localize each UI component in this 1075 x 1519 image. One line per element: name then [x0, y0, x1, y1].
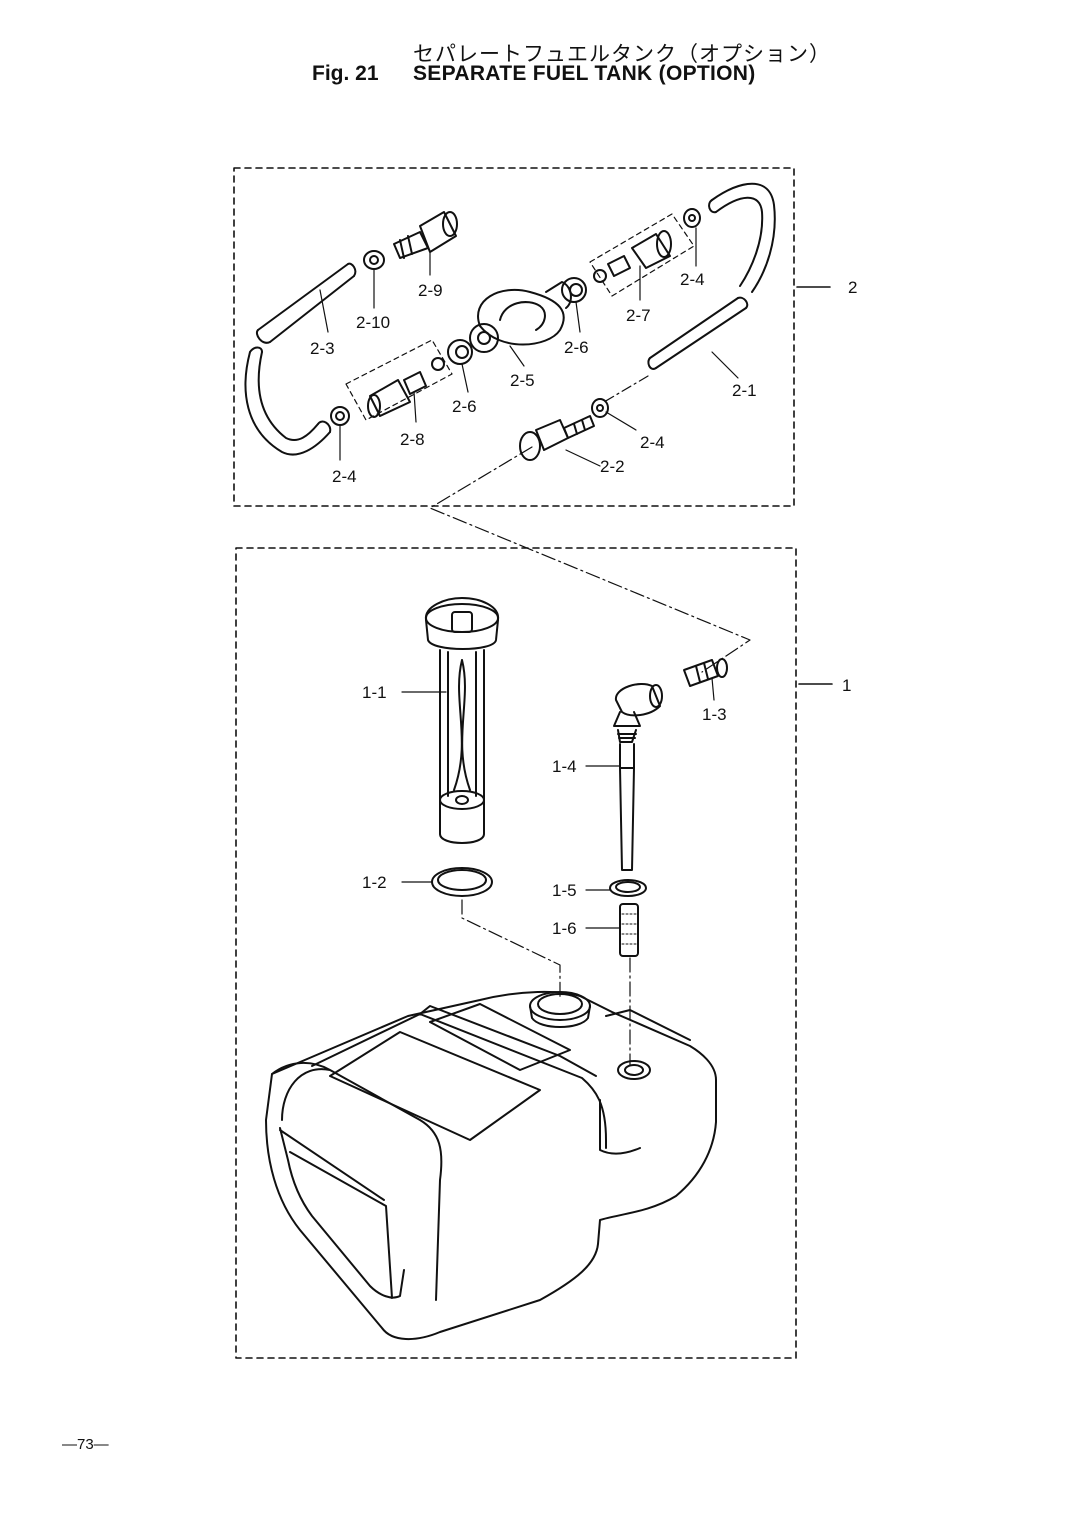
callout-2-5: 2-5: [510, 371, 535, 390]
callout-1-2: 1-2: [362, 873, 387, 892]
connection-line-1-2-to-tank: [461, 899, 561, 1001]
group-2-label: 2: [848, 278, 857, 297]
callout-1-6: 1-6: [552, 919, 577, 938]
check-valve-set-part-2-8: [345, 339, 453, 421]
callout-2-1: 2-1: [732, 381, 757, 400]
hose-clamp-part-2-4-left: [330, 406, 350, 426]
hose-assembly-group-box: [233, 167, 795, 507]
fuel-hose-part-2-1: [647, 182, 776, 370]
callout-2-4-bottom: 2-4: [640, 433, 665, 452]
hose-clamp-part-2-4-bottom: [591, 398, 609, 418]
callout-2-4-top: 2-4: [680, 270, 705, 289]
figure-title-english: SEPARATE FUEL TANK (OPTION): [413, 62, 756, 85]
fuel-tank-body: [265, 990, 717, 1341]
hose-clamp-part-2-4-top: [683, 208, 701, 228]
connection-line-2-2-to-1-3: [429, 446, 751, 673]
figure-title-japanese: セパレートフュエルタンク（オプション）: [413, 42, 831, 66]
washer-part-2-6-left: [447, 339, 473, 365]
callout-leaders-group-1: [401, 677, 715, 929]
callout-1-4: 1-4: [552, 757, 577, 776]
page-number: —73—: [62, 1436, 109, 1453]
connection-line-2-1-to-2-4: [603, 375, 649, 403]
fitting-part-1-3: [683, 658, 728, 687]
callout-2-7: 2-7: [626, 306, 651, 325]
callout-1-5: 1-5: [552, 881, 577, 900]
fuel-hose-part-2-3: [244, 262, 357, 456]
callout-2-2: 2-2: [600, 457, 625, 476]
primer-bulb-part-2-5: [469, 281, 572, 353]
callout-2-4-left: 2-4: [332, 467, 357, 486]
group-1-label: 1: [842, 676, 851, 695]
callout-2-6-right: 2-6: [564, 338, 589, 357]
callout-2-9: 2-9: [418, 281, 443, 300]
tank-assembly-group-box: [235, 547, 797, 1359]
pickup-tube-part-1-4: [613, 682, 663, 871]
check-valve-set-part-2-7: [589, 213, 695, 297]
callout-labels-group-2: 2-9 2-10 2-3 2-5 2-6 2-6 2-7 2-4 2-8 2-4…: [310, 270, 757, 486]
callout-leaders-group-2: [319, 227, 739, 467]
o-ring-part-1-5: [609, 879, 647, 897]
callout-2-10: 2-10: [356, 313, 390, 332]
figure-number: Fig. 21: [312, 62, 379, 85]
callout-2-3: 2-3: [310, 339, 335, 358]
callout-1-3: 1-3: [702, 705, 727, 724]
connector-part-2-2: [519, 415, 595, 461]
o-ring-part-1-2: [431, 867, 493, 897]
callout-2-8: 2-8: [400, 430, 425, 449]
fuel-gauge-cap-part-1-1: [424, 597, 500, 844]
callout-1-1: 1-1: [362, 683, 387, 702]
hose-clamp-part-2-10: [363, 250, 385, 270]
washer-part-2-6-right: [561, 277, 587, 303]
strainer-part-1-6: [619, 903, 639, 957]
callout-2-6-left: 2-6: [452, 397, 477, 416]
connector-part-2-9: [393, 211, 458, 259]
callout-labels-group-1: 1-1 1-2 1-3 1-4 1-5 1-6: [362, 683, 727, 938]
